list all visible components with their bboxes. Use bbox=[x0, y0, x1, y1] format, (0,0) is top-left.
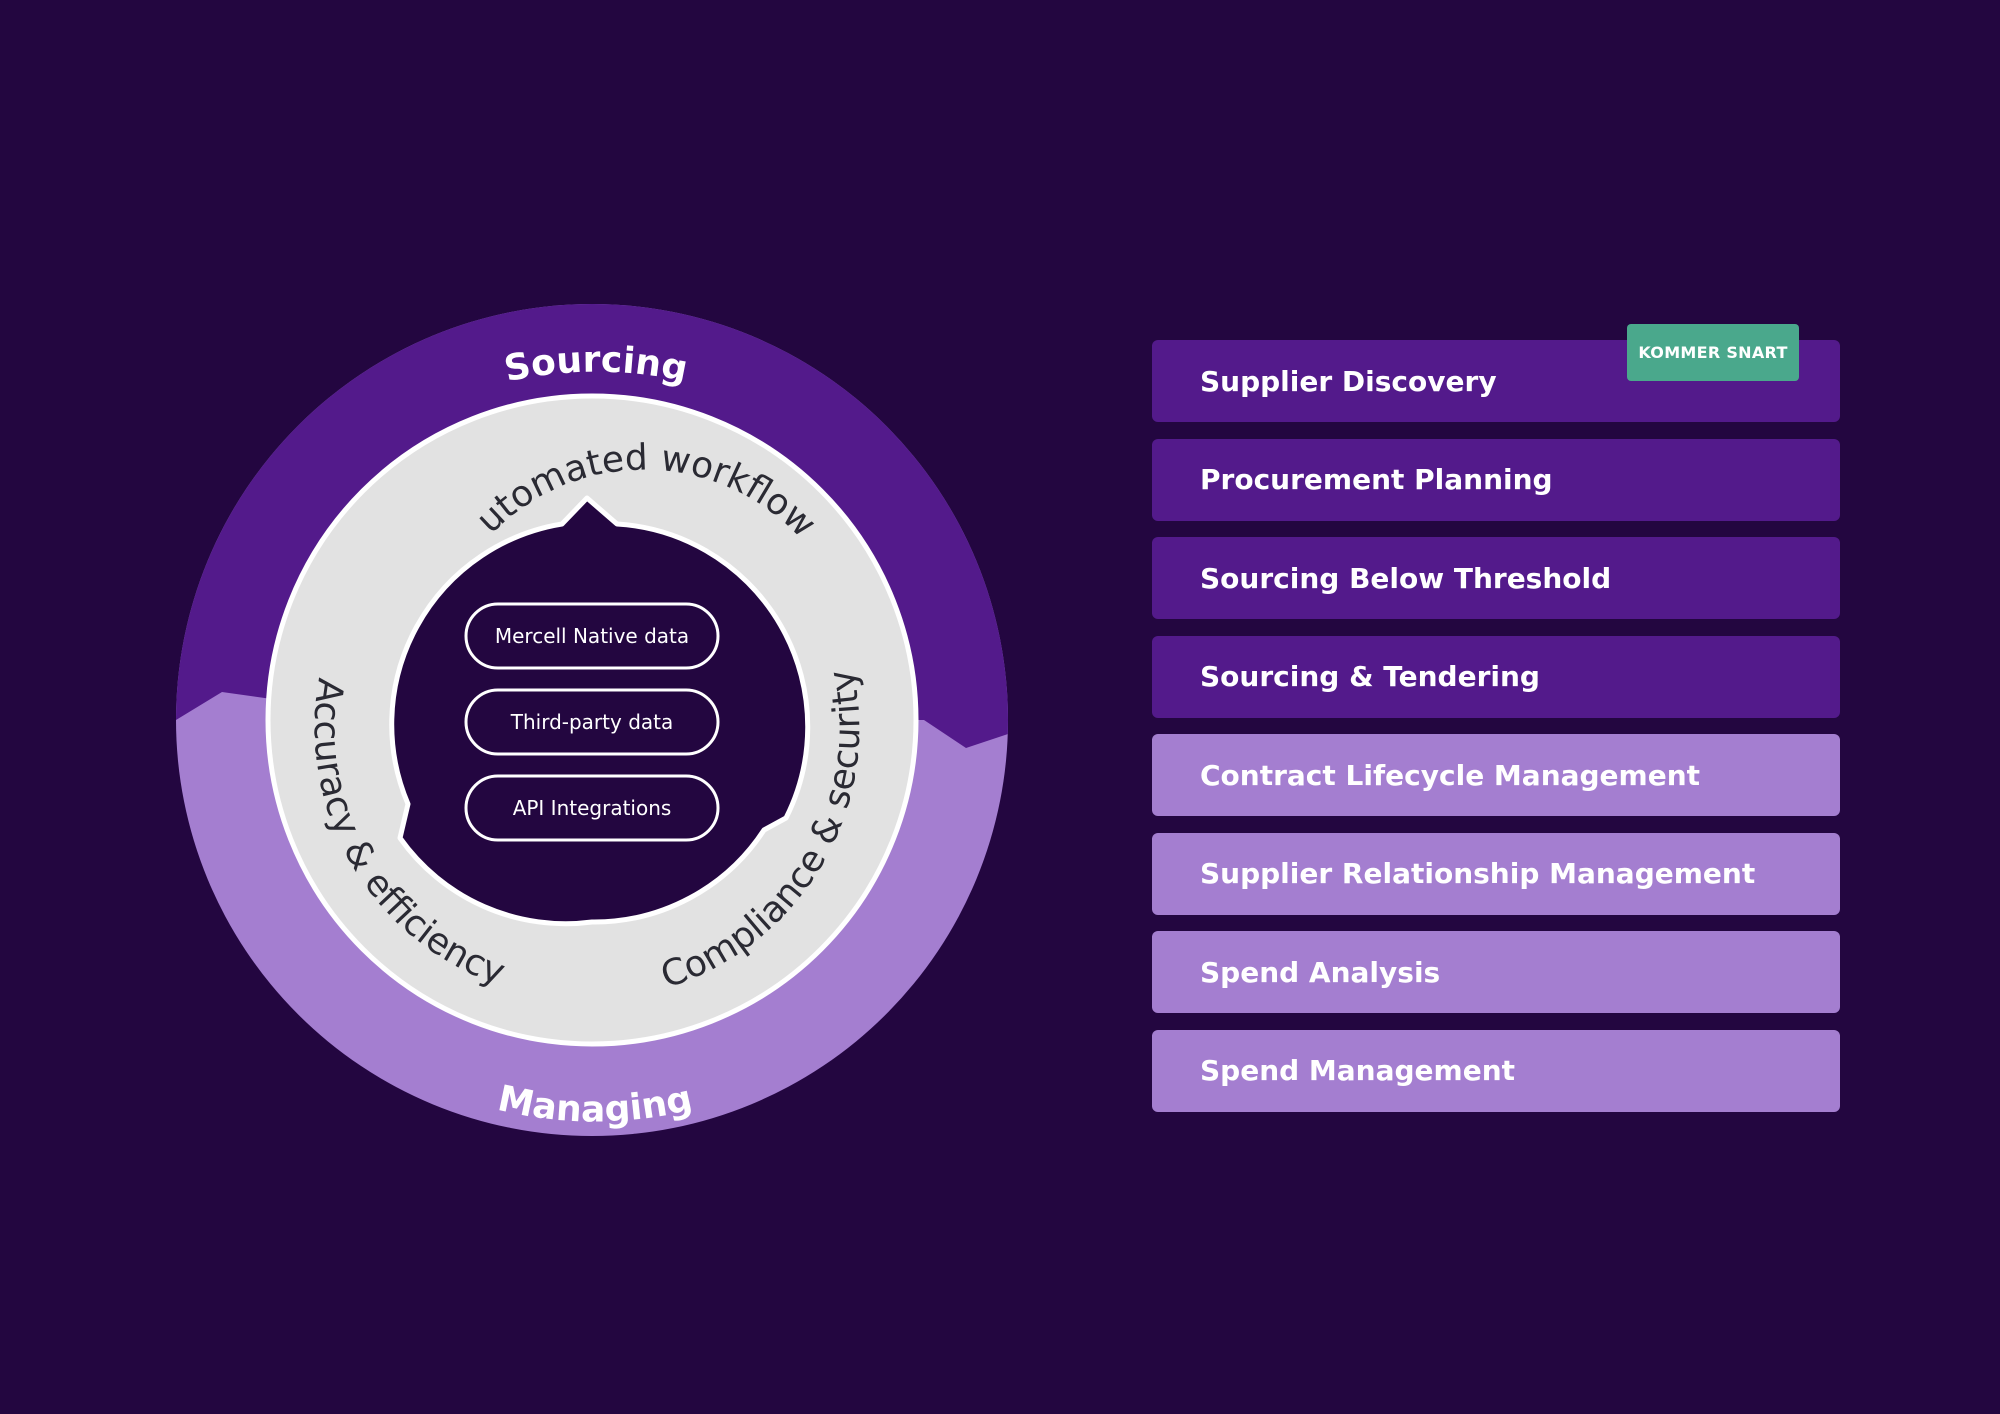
module-label: Sourcing Below Threshold bbox=[1200, 561, 1612, 595]
module-procurement-planning[interactable]: Procurement Planning bbox=[1152, 438, 1840, 521]
module-supplier-discovery[interactable]: Supplier Discovery KOMMER SNART bbox=[1152, 324, 1840, 422]
module-label: Contract Lifecycle Management bbox=[1200, 758, 1701, 792]
module-label: Procurement Planning bbox=[1200, 463, 1553, 496]
pill-label: Mercell Native data bbox=[495, 624, 689, 648]
module-list: Supplier Discovery KOMMER SNART Procurem… bbox=[1152, 324, 1840, 1128]
module-label: Supplier Discovery bbox=[1200, 364, 1497, 398]
module-sourcing-below-threshold[interactable]: Sourcing Below Threshold bbox=[1152, 537, 1840, 619]
module-label: Spend Analysis bbox=[1200, 955, 1441, 989]
module-sourcing-tendering[interactable]: Sourcing & Tendering bbox=[1152, 635, 1840, 718]
data-pill-api-integrations: API Integrations bbox=[464, 774, 720, 842]
module-contract-lifecycle-management[interactable]: Contract Lifecycle Management bbox=[1152, 734, 1840, 816]
module-spend-analysis[interactable]: Spend Analysis bbox=[1152, 931, 1840, 1013]
data-pill-mercell-native: Mercell Native data bbox=[464, 602, 720, 670]
pill-label: Third-party data bbox=[510, 710, 674, 734]
module-supplier-relationship-management[interactable]: Supplier Relationship Management bbox=[1152, 832, 1840, 915]
data-pill-third-party: Third-party data bbox=[464, 688, 720, 756]
module-spend-management[interactable]: Spend Management bbox=[1152, 1029, 1840, 1112]
pill-label: API Integrations bbox=[513, 796, 672, 820]
coming-soon-badge: KOMMER SNART bbox=[1627, 324, 1799, 381]
module-label: Spend Management bbox=[1200, 1054, 1516, 1087]
module-label: Sourcing & Tendering bbox=[1200, 660, 1540, 693]
module-label: Supplier Relationship Management bbox=[1200, 857, 1756, 890]
